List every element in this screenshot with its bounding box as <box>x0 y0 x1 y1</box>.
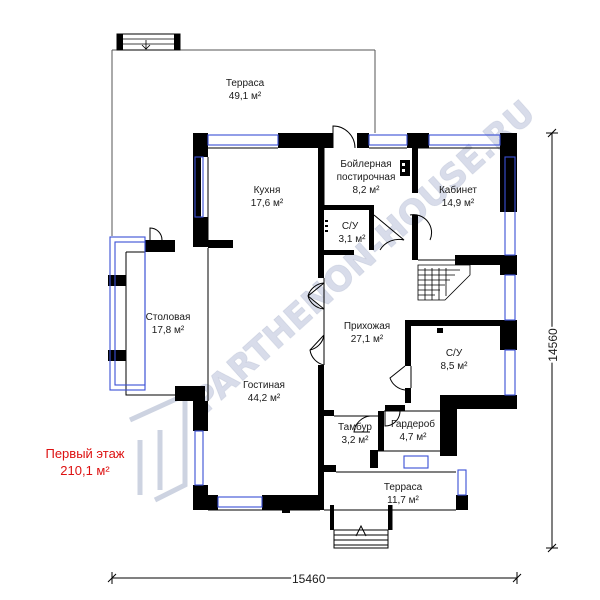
chimney-marks <box>325 220 328 232</box>
label-kitchen: Кухня <box>254 185 281 196</box>
window-boiler-top <box>368 134 408 146</box>
interior-stair <box>417 264 471 301</box>
area-kitchen: 17,6 м² <box>251 198 284 209</box>
label-living: Гостиная <box>243 380 285 391</box>
door-wc2 <box>389 365 406 391</box>
door-wc1-arc <box>409 214 433 241</box>
door-tambour <box>353 415 371 433</box>
area-wardrobe: 4,7 м² <box>400 432 428 443</box>
window-kitchen-left <box>194 156 204 218</box>
label-terrace-top: Терраса <box>226 78 265 89</box>
area-hall: 27,1 м² <box>351 334 384 345</box>
area-terrace-bottom: 11,7 м² <box>387 495 419 506</box>
area-dining: 17,8 м² <box>152 325 185 336</box>
window-cabinet-right <box>504 156 516 256</box>
area-tambour: 3,2 м² <box>342 435 370 446</box>
label-hall: Прихожая <box>344 321 390 332</box>
dimension-width-label: 15460 <box>292 572 326 586</box>
label-boiler-1: Бойлерная <box>340 159 391 170</box>
window-terrace-right <box>457 469 467 496</box>
label-dining: Столовая <box>146 312 191 323</box>
bottom-stair <box>333 524 389 549</box>
window-kitchen-top <box>207 134 279 146</box>
room-labels: Терраса 49,1 м² Бойлерная постирочная 8,… <box>146 78 478 506</box>
window-tambour <box>403 455 429 469</box>
door-hall-left <box>307 282 325 310</box>
door-wardrobe <box>384 410 401 427</box>
doors <box>149 125 433 433</box>
label-cabinet: Кабинет <box>439 184 477 196</box>
window-living-bottom <box>217 496 263 508</box>
window-dining-inner <box>114 241 146 386</box>
top-stair <box>116 33 181 51</box>
label-boiler-2: постирочная <box>337 172 396 183</box>
watermark-logo <box>128 391 188 503</box>
area-cabinet: 14,9 м² <box>442 198 475 209</box>
dimension-height-label: 14560 <box>546 328 560 362</box>
area-wc1: 3,1 м² <box>339 234 367 245</box>
area-living: 44,2 м² <box>248 393 281 404</box>
door-dining <box>149 227 163 241</box>
door-boiler-top <box>332 125 356 149</box>
dimension-width <box>107 572 522 584</box>
thin-walls <box>125 147 500 530</box>
label-terrace-bottom: Терраса <box>384 482 423 493</box>
label-wardrobe: Гардероб <box>391 418 435 430</box>
label-wc2: С/У <box>446 348 463 359</box>
door-hall-left2 <box>309 334 325 366</box>
window-hall-right <box>504 274 516 321</box>
label-wc1: С/У <box>342 221 359 232</box>
window-wc2-right <box>504 349 516 396</box>
watermark: PARTHENON-HOUSE.RU <box>128 93 543 503</box>
area-wc2: 8,5 м² <box>441 361 469 372</box>
floor-area: 210,1 м² <box>60 463 110 478</box>
dimension-height <box>546 128 558 553</box>
label-tambour: Тамбур <box>338 421 372 433</box>
walls <box>108 133 517 530</box>
area-terrace-top: 49,1 м² <box>229 91 262 102</box>
window-cabinet-top <box>428 134 501 146</box>
area-boiler: 8,2 м² <box>353 185 381 196</box>
door-wc1 <box>373 214 405 251</box>
window-living-left <box>194 430 204 486</box>
terrace-top-outline <box>111 49 376 236</box>
windows <box>109 134 516 508</box>
vent-marks <box>402 163 405 172</box>
floor-name: Первый этаж <box>45 446 124 461</box>
